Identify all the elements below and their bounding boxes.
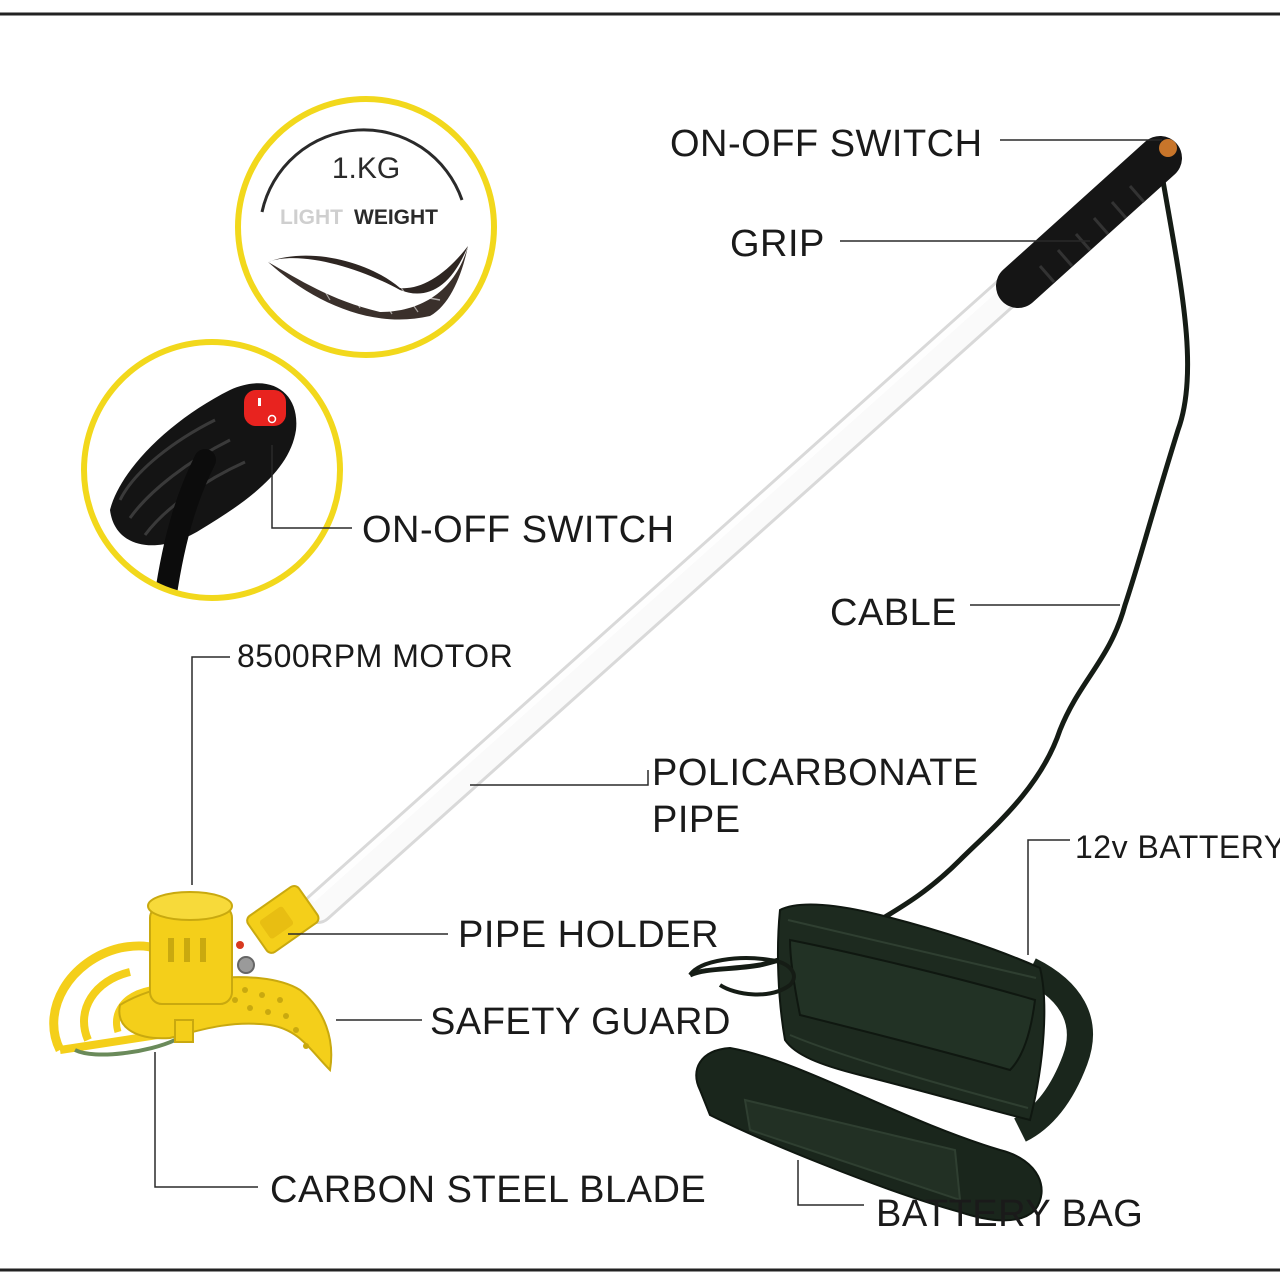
feather-icon	[268, 246, 468, 320]
label-motor: 8500RPM MOTOR	[237, 638, 514, 674]
badge-light-text: LIGHT	[280, 206, 343, 229]
label-pipe-holder: PIPE HOLDER	[458, 914, 720, 956]
switch-badge-ring	[81, 339, 343, 601]
label-safety-guard: SAFETY GUARD	[430, 1001, 731, 1043]
badge-arc	[260, 128, 464, 213]
label-blade: CARBON STEEL BLADE	[270, 1169, 707, 1211]
badge-weight-text: 1.KG	[332, 152, 400, 185]
lightweight-badge: 1.KG LIGHT WEIGHT	[235, 96, 497, 358]
top-switch-icon	[1159, 139, 1177, 157]
leader-blade	[154, 1052, 258, 1188]
leader-motor	[191, 656, 230, 885]
label-battery: 12v BATTERY	[1075, 829, 1280, 865]
policarbonate-pipe	[302, 270, 1030, 924]
label-on-off-switch-top: ON-OFF SWITCH	[670, 123, 983, 165]
battery-bag	[688, 903, 1093, 1222]
pipe-holder	[246, 884, 320, 954]
switch-handle-closeup	[110, 383, 297, 598]
bag-side-strap	[1013, 958, 1093, 1142]
switch-closeup-badge	[81, 339, 343, 601]
leader-lines	[154, 139, 1162, 1206]
label-grip: GRIP	[730, 223, 825, 265]
handle-cable	[154, 449, 216, 598]
label-battery-bag: BATTERY BAG	[876, 1193, 1144, 1235]
rocker-switch-icon	[244, 390, 286, 426]
label-cable: CABLE	[830, 592, 958, 634]
label-pipe: POLICARBONATE PIPE	[652, 752, 979, 842]
label-on-off-switch-inset: ON-OFF SWITCH	[362, 509, 675, 551]
leader-battery	[1027, 839, 1070, 955]
badge-weight-word-text: WEIGHT	[354, 206, 438, 229]
leader-battery-bag	[797, 1160, 864, 1206]
handle-grip	[996, 136, 1182, 308]
leader-pipe	[470, 770, 649, 786]
bag-flap	[788, 938, 1037, 1072]
trimmer-head	[49, 884, 333, 1073]
carbon-steel-blade	[74, 1038, 176, 1057]
leader-on-off-switch-inset	[271, 445, 352, 529]
